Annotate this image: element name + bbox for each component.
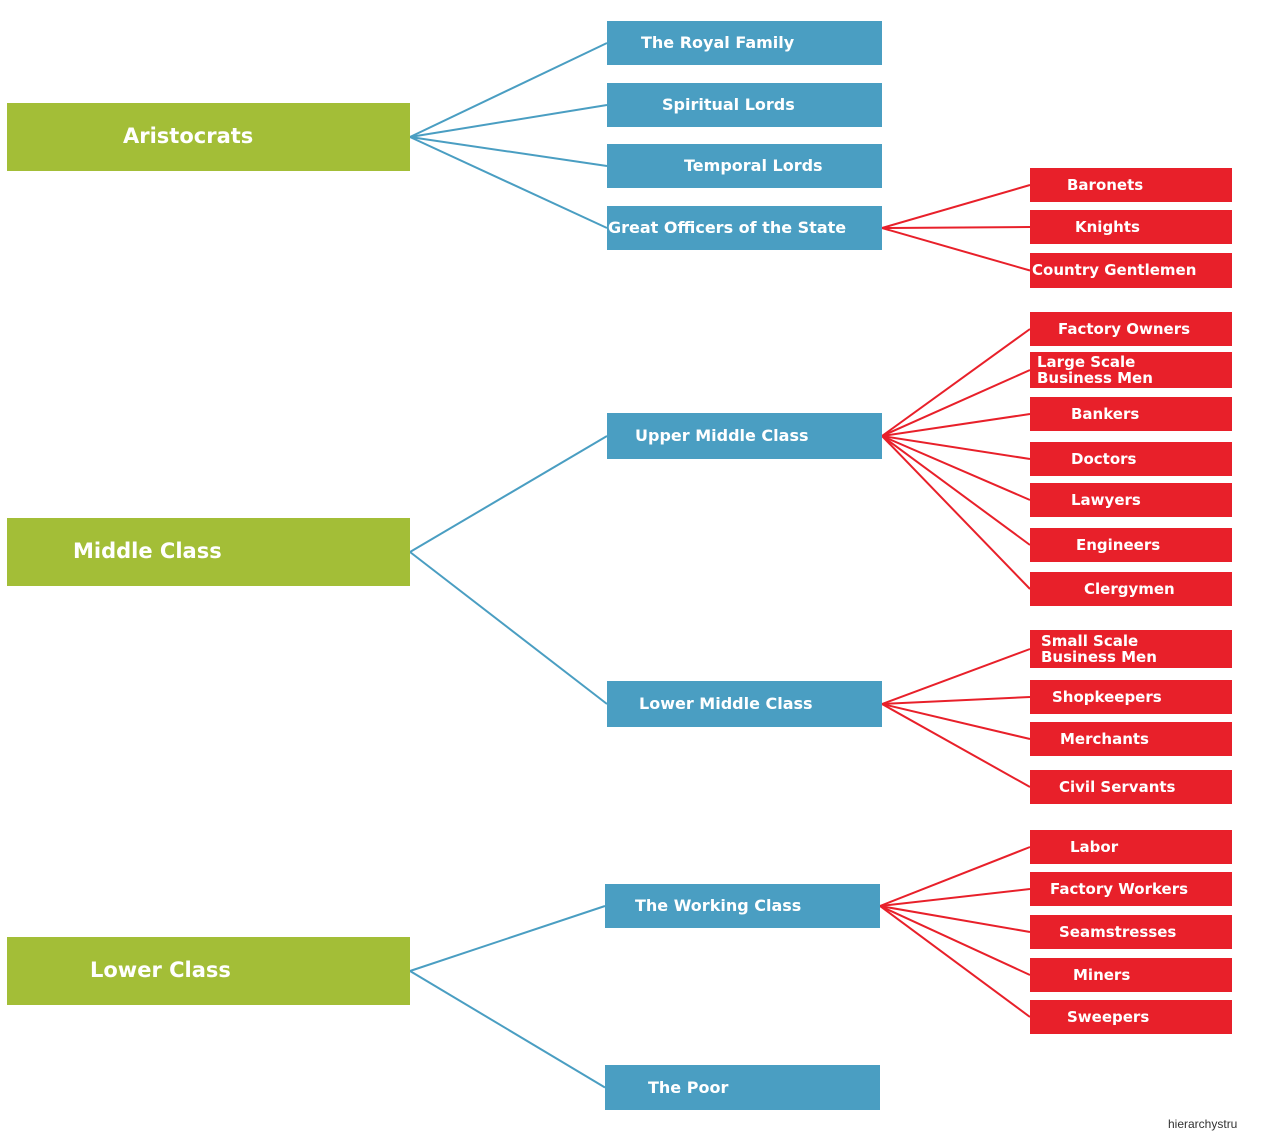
node-middle-class: Middle Class (7, 518, 410, 586)
node-shopkeepers: Shopkeepers (1030, 680, 1232, 714)
node-civil-servants: Civil Servants (1030, 770, 1232, 804)
node-knights: Knights (1030, 210, 1232, 244)
node-temporal-lords: Temporal Lords (607, 144, 882, 188)
node-spiritual-lords: Spiritual Lords (607, 83, 882, 127)
node-country-gentlemen: Country Gentlemen (1030, 253, 1232, 288)
node-aristocrats: Aristocrats (7, 103, 410, 171)
connector-middle-class-upper-middle-class (409, 435, 608, 553)
connector-aristocrats-the-royal-family (409, 42, 608, 138)
node-bankers: Bankers (1030, 397, 1232, 431)
node-great-officers-of-the-state: Great Officers of the State (607, 206, 882, 250)
connector-great-officers-of-the-state-baronets (881, 184, 1031, 229)
connector-the-working-class-sweepers (879, 905, 1031, 1018)
connector-the-working-class-miners (879, 905, 1031, 976)
watermark-text: hierarchystru (1168, 1117, 1238, 1131)
connector-lower-class-the-poor (409, 970, 606, 1089)
node-factory-owners: Factory Owners (1030, 312, 1232, 346)
node-lower-middle-class: Lower Middle Class (607, 681, 882, 727)
node-merchants: Merchants (1030, 722, 1232, 756)
node-upper-middle-class: Upper Middle Class (607, 413, 882, 459)
connector-aristocrats-great-officers-of-the-state (409, 136, 608, 229)
node-factory-workers: Factory Workers (1030, 872, 1232, 906)
node-seamstresses: Seamstresses (1030, 915, 1232, 949)
node-lawyers: Lawyers (1030, 483, 1232, 517)
node-sweepers: Sweepers (1030, 1000, 1232, 1034)
connector-lower-middle-class-civil-servants (881, 703, 1031, 788)
node-small-scale-business-men: Small Scale Business Men (1030, 630, 1232, 668)
node-miners: Miners (1030, 958, 1232, 992)
node-baronets: Baronets (1030, 168, 1232, 202)
node-labor: Labor (1030, 830, 1232, 864)
connector-aristocrats-temporal-lords (409, 136, 608, 167)
node-large-scale-business-men: Large Scale Business Men (1030, 352, 1232, 388)
connector-upper-middle-class-engineers (881, 435, 1031, 546)
connector-great-officers-of-the-state-country-gentlemen (881, 227, 1031, 272)
node-lower-class: Lower Class (7, 937, 410, 1005)
node-engineers: Engineers (1030, 528, 1232, 562)
connector-the-working-class-seamstresses (879, 905, 1031, 933)
connector-great-officers-of-the-state-knights (881, 226, 1031, 229)
connector-middle-class-lower-middle-class (409, 551, 608, 705)
connector-the-working-class-labor (879, 846, 1031, 907)
connector-aristocrats-spiritual-lords (409, 104, 608, 138)
connector-upper-middle-class-doctors (881, 435, 1031, 460)
connector-upper-middle-class-bankers (881, 413, 1031, 437)
connector-lower-middle-class-shopkeepers (881, 696, 1031, 705)
node-doctors: Doctors (1030, 442, 1232, 476)
connector-upper-middle-class-large-scale-business-men (881, 369, 1031, 437)
connector-lower-middle-class-merchants (881, 703, 1031, 740)
connector-upper-middle-class-clergymen (881, 435, 1031, 590)
connector-the-working-class-factory-workers (879, 888, 1031, 907)
node-the-poor: The Poor (605, 1065, 880, 1110)
node-the-royal-family: The Royal Family (607, 21, 882, 65)
node-the-working-class: The Working Class (605, 884, 880, 928)
connector-upper-middle-class-lawyers (881, 435, 1031, 501)
connector-lower-class-the-working-class (409, 905, 606, 972)
node-clergymen: Clergymen (1030, 572, 1232, 606)
connector-upper-middle-class-factory-owners (881, 328, 1031, 437)
connector-lower-middle-class-small-scale-business-men (881, 648, 1031, 705)
